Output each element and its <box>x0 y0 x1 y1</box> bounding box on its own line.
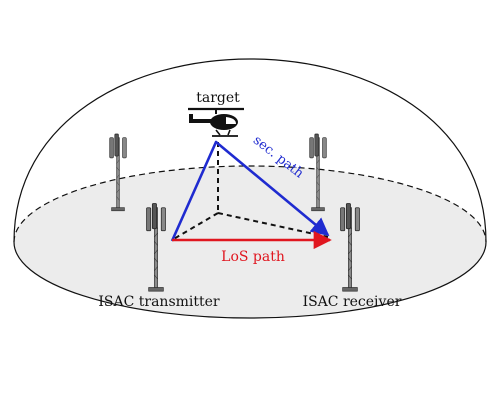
ground-disc <box>14 166 486 318</box>
isac-receiver-label: ISAC receiver <box>303 294 402 310</box>
los-path-label: LoS path <box>221 249 285 265</box>
ground-back-edge <box>13 165 487 243</box>
ground-front-edge <box>13 241 487 319</box>
dome-arc <box>13 58 487 243</box>
secondary-path <box>170 140 330 242</box>
helicopter-icon <box>188 107 244 137</box>
isac-transmitter-label: ISAC transmitter <box>98 294 220 310</box>
target-label: target <box>196 90 240 106</box>
